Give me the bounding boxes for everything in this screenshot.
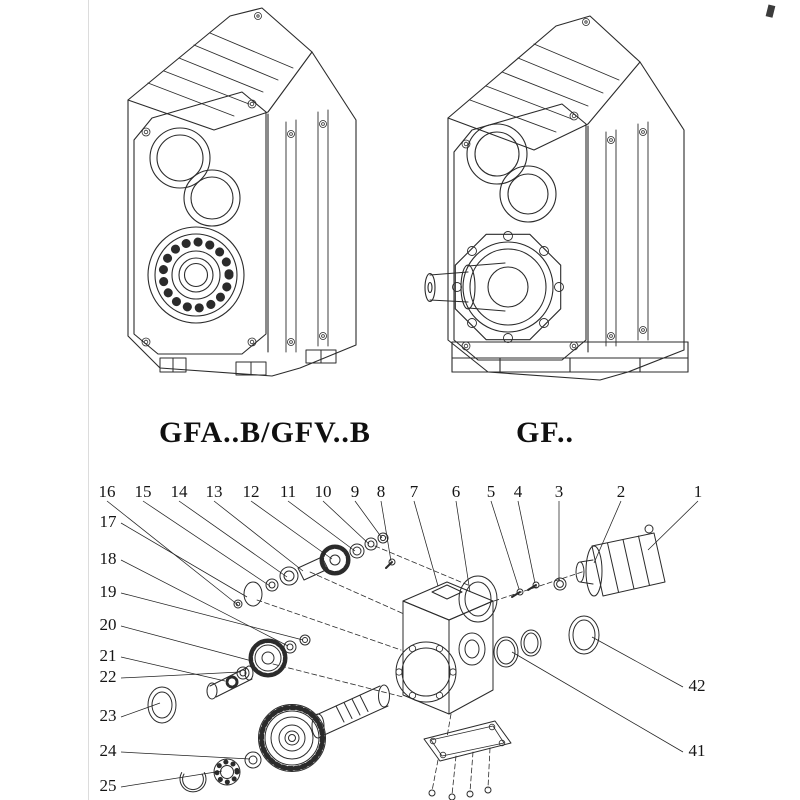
callout-41: 41 bbox=[688, 741, 706, 760]
gearbox-drawing-gfab bbox=[127, 7, 357, 377]
input-motor-unit bbox=[575, 524, 666, 597]
callout-21: 21 bbox=[99, 646, 117, 665]
output-gear-parts bbox=[179, 684, 390, 793]
output-shaft bbox=[424, 262, 506, 312]
side-rails bbox=[605, 121, 649, 347]
cooling-fins bbox=[147, 32, 294, 117]
rail-screws bbox=[461, 18, 647, 351]
base-rails bbox=[451, 341, 689, 373]
upper-bearing-bores bbox=[466, 123, 557, 223]
side-rails bbox=[285, 109, 329, 353]
output-flange bbox=[452, 231, 564, 343]
intermediate-gear-parts bbox=[147, 634, 311, 724]
callout-12: 12 bbox=[242, 482, 260, 501]
model-label-gfab: GFA..B/GFV..B bbox=[159, 416, 371, 449]
exploded-view bbox=[147, 524, 666, 800]
input-shaft-parts bbox=[233, 532, 396, 609]
output-rings bbox=[493, 615, 600, 668]
callout-10: 10 bbox=[314, 482, 332, 501]
callout-8: 8 bbox=[376, 482, 386, 501]
callout-23: 23 bbox=[99, 706, 117, 725]
callout-3: 3 bbox=[554, 482, 564, 501]
callout-19: 19 bbox=[99, 582, 117, 601]
callout-16: 16 bbox=[98, 482, 116, 501]
input-side-parts bbox=[458, 575, 567, 623]
gearbox-drawing-gf bbox=[424, 15, 689, 381]
callout-18: 18 bbox=[99, 549, 117, 568]
callout-6: 6 bbox=[451, 482, 461, 501]
leader-lines bbox=[106, 500, 699, 788]
hollow-shaft-bearing bbox=[147, 226, 245, 324]
mounting-feet bbox=[159, 349, 337, 376]
callout-13: 13 bbox=[205, 482, 223, 501]
assembly-axis-lines bbox=[256, 545, 586, 796]
callout-9: 9 bbox=[350, 482, 360, 501]
callout-25: 25 bbox=[99, 776, 117, 795]
callout-14: 14 bbox=[170, 482, 188, 501]
callout-2: 2 bbox=[616, 482, 626, 501]
housing bbox=[395, 581, 494, 715]
callout-15: 15 bbox=[134, 482, 152, 501]
model-label-gf: GF.. bbox=[516, 416, 574, 449]
scan-mark bbox=[765, 4, 776, 18]
callout-11: 11 bbox=[279, 482, 297, 501]
rail-screws bbox=[141, 12, 327, 347]
callout-20: 20 bbox=[99, 615, 117, 634]
callout-4: 4 bbox=[513, 482, 523, 501]
callout-5: 5 bbox=[486, 482, 496, 501]
callout-1: 1 bbox=[693, 482, 703, 501]
scan-edge-artifact bbox=[88, 0, 89, 800]
cover-gasket bbox=[423, 720, 512, 800]
callout-42: 42 bbox=[688, 676, 706, 695]
cooling-fins bbox=[469, 43, 620, 133]
callout-24: 24 bbox=[99, 741, 117, 760]
callout-22: 22 bbox=[99, 667, 117, 686]
callout-7: 7 bbox=[409, 482, 419, 501]
callout-17: 17 bbox=[99, 512, 117, 531]
upper-bearing-bores bbox=[149, 127, 241, 227]
